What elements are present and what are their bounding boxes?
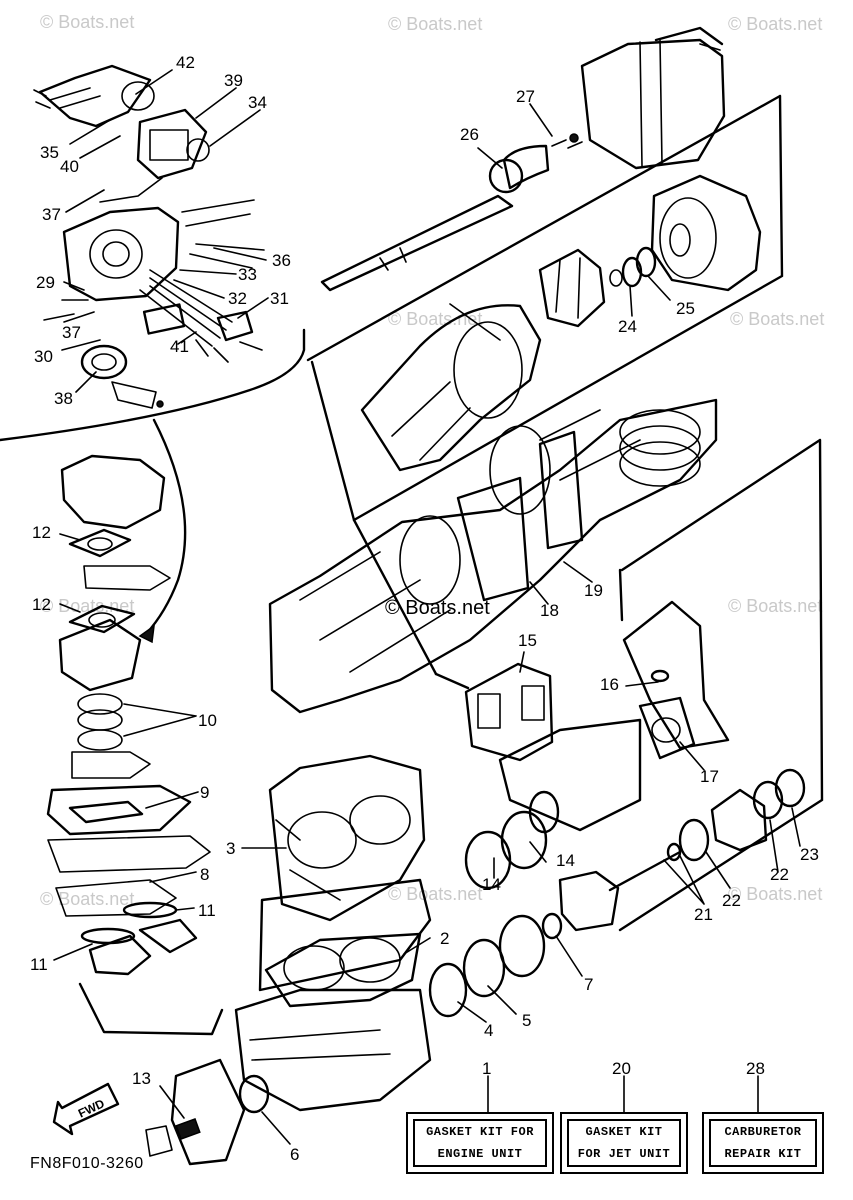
callout-18: 18 xyxy=(540,601,559,620)
callout-39: 39 xyxy=(224,71,243,90)
callout-15: 15 xyxy=(518,631,537,650)
callout-22-lower: 22 xyxy=(722,891,741,910)
callout-38: 38 xyxy=(54,389,73,408)
callout-37-upper: 37 xyxy=(42,205,61,224)
callout-41: 41 xyxy=(170,337,189,356)
watermark: © Boats.net xyxy=(728,14,822,34)
callout-6: 6 xyxy=(290,1145,299,1164)
callout-1: 1 xyxy=(482,1059,491,1078)
watermark: © Boats.net xyxy=(40,12,134,32)
callout-20: 20 xyxy=(612,1059,631,1078)
callout-9: 9 xyxy=(200,783,209,802)
callout-11-left: 11 xyxy=(30,955,48,974)
watermark: © Boats.net xyxy=(730,309,824,329)
callout-4: 4 xyxy=(484,1021,493,1040)
callout-34: 34 xyxy=(248,93,267,112)
callout-30: 30 xyxy=(34,347,53,366)
kit-line-2: REPAIR KIT xyxy=(724,1147,802,1161)
callout-19: 19 xyxy=(584,581,603,600)
callout-13: 13 xyxy=(132,1069,151,1088)
callout-10: 10 xyxy=(198,711,217,730)
watermark: © Boats.net xyxy=(728,596,822,616)
callout-12-upper: 12 xyxy=(32,523,51,542)
callout-35: 35 xyxy=(40,143,59,162)
callout-8: 8 xyxy=(200,865,209,884)
callout-27: 27 xyxy=(516,87,535,106)
callout-32: 32 xyxy=(228,289,247,308)
callout-21: 21 xyxy=(694,905,713,924)
callout-29: 29 xyxy=(36,273,55,292)
watermark: © Boats.net xyxy=(388,309,482,329)
watermark: © Boats.net xyxy=(728,884,822,904)
callout-42: 42 xyxy=(176,53,195,72)
watermark: © Boats.net xyxy=(40,596,134,616)
fwd-arrow-icon: FWD xyxy=(52,1082,120,1136)
callout-25: 25 xyxy=(676,299,695,318)
callout-28: 28 xyxy=(746,1059,765,1078)
watermark: © Boats.net xyxy=(40,889,134,909)
watermark: © Boats.net xyxy=(388,884,482,904)
leader-lines xyxy=(53,69,801,1145)
callout-11-right: 11 xyxy=(198,901,216,920)
callout-22-upper: 22 xyxy=(770,865,789,884)
callout-7: 7 xyxy=(584,975,593,994)
callout-5: 5 xyxy=(522,1011,531,1030)
engine-block-drawing xyxy=(145,398,824,1166)
carburetor-assembly-drawing xyxy=(0,64,306,442)
gasket-kit-jet-box: GASKET KIT FOR JET UNIT xyxy=(560,1112,688,1174)
callout-14-right: 14 xyxy=(556,851,575,870)
callout-16: 16 xyxy=(600,675,619,694)
kit-line-2: ENGINE UNIT xyxy=(437,1147,523,1161)
carburetor-repair-kit-box: CARBURETOR REPAIR KIT xyxy=(702,1112,824,1174)
callout-12-lower: 12 xyxy=(32,595,51,614)
callout-numbers: 2 3 4 5 6 7 8 9 10 11 11 12 12 13 14 14 … xyxy=(30,53,819,1164)
callout-40: 40 xyxy=(60,157,79,176)
kit-line-1: GASKET KIT xyxy=(585,1125,663,1139)
kit-line-1: CARBURETOR xyxy=(724,1125,802,1139)
callout-2: 2 xyxy=(440,929,449,948)
kit-callout-numbers: 1 20 28 xyxy=(482,1059,765,1078)
watermark: © Boats.net xyxy=(388,14,482,34)
callout-23: 23 xyxy=(800,845,819,864)
engine-gasket-stack-drawing xyxy=(46,418,224,1036)
figure-code: FN8F010-3260 xyxy=(30,1155,144,1172)
callout-31: 31 xyxy=(270,289,289,308)
gasket-kit-engine-box: GASKET KIT FOR ENGINE UNIT xyxy=(406,1112,554,1174)
callout-17: 17 xyxy=(700,767,719,786)
callout-14-left: 14 xyxy=(482,875,501,894)
callout-26: 26 xyxy=(460,125,479,144)
center-watermark: © Boats.net xyxy=(385,597,490,619)
watermarks: © Boats.net © Boats.net © Boats.net © Bo… xyxy=(40,12,824,909)
kit-line-2: FOR JET UNIT xyxy=(577,1147,671,1161)
jet-unit-drawing xyxy=(306,26,784,522)
callout-3: 3 xyxy=(226,839,235,858)
callout-33: 33 xyxy=(238,265,257,284)
callout-37-lower: 37 xyxy=(62,323,81,342)
callout-36: 36 xyxy=(272,251,291,270)
kit-line-1: GASKET KIT FOR xyxy=(426,1125,534,1139)
callout-24: 24 xyxy=(618,317,637,336)
